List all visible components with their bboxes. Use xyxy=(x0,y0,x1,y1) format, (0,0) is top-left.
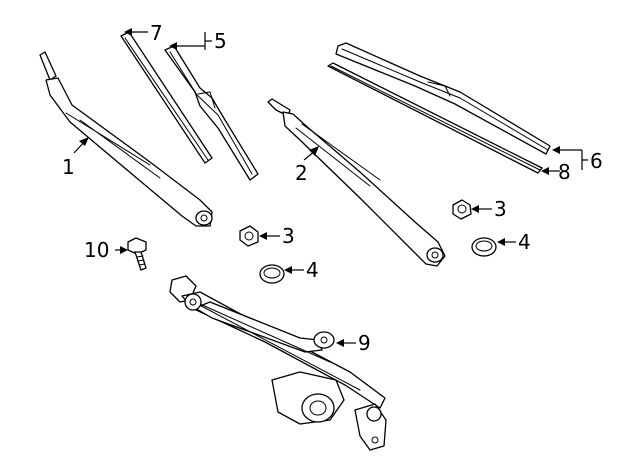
callout-8: 8 xyxy=(558,160,571,184)
callout-5: 5 xyxy=(214,29,227,53)
callout-4-right: 4 xyxy=(518,230,531,254)
nut-right xyxy=(452,199,472,220)
nut-left xyxy=(239,225,259,247)
blade-refill-left xyxy=(120,31,213,164)
right-wiper-blade xyxy=(335,42,551,155)
cap-right xyxy=(471,237,497,257)
left-wiper-arm xyxy=(39,51,213,227)
callout-3-right: 3 xyxy=(494,197,507,221)
callout-6: 6 xyxy=(590,149,603,173)
callout-2: 2 xyxy=(295,161,308,185)
callout-7: 7 xyxy=(150,21,163,45)
callout-10: 10 xyxy=(84,238,109,262)
right-wiper-arm xyxy=(267,98,446,267)
cap-left xyxy=(259,264,285,284)
callout-9: 9 xyxy=(358,331,371,355)
callout-1: 1 xyxy=(62,155,75,179)
callout-3-left: 3 xyxy=(282,224,295,248)
callout-leaders xyxy=(73,28,588,347)
callout-4-left: 4 xyxy=(306,258,319,282)
bolt xyxy=(127,237,147,271)
left-wiper-blade xyxy=(164,45,259,181)
blade-refill-right xyxy=(327,62,543,174)
wiper-linkage-motor xyxy=(169,275,387,451)
